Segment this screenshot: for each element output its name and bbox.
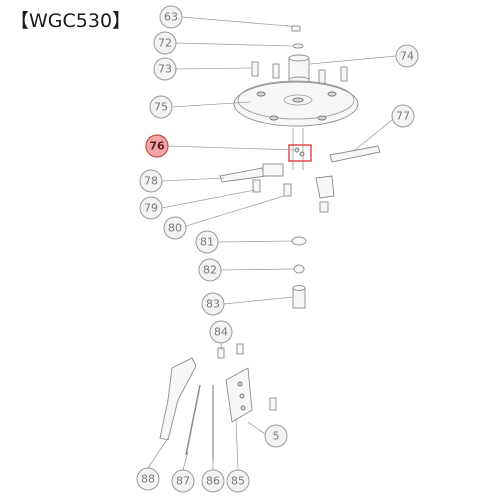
callout-label-78: 78 [144,175,158,188]
callout-80: 80 [163,216,187,240]
callout-label-75: 75 [154,101,168,114]
highlight-box-76 [288,144,312,162]
callout-72: 72 [153,31,177,55]
callout-83: 83 [201,292,225,316]
callout-78: 78 [139,169,163,193]
part-77-blade [315,145,381,199]
callout-label-83: 83 [206,298,220,311]
callout-77: 77 [391,104,415,128]
part-79-80-bolts [252,179,329,213]
callout-label-5: 5 [273,430,280,443]
callout-88: 88 [136,467,160,491]
callout-label-88: 88 [141,473,155,486]
part-83-bolt [292,285,306,309]
callout-74: 74 [395,44,419,68]
part-76-pins [288,128,312,170]
callout-75: 75 [149,95,173,119]
part-78-blade [219,163,284,183]
callout-label-76: 76 [149,140,165,153]
callout-81: 81 [195,230,219,254]
part-85-bracket [225,367,253,423]
part-63-bolt [285,24,301,32]
callout-85: 85 [226,469,250,493]
callout-label-80: 80 [168,222,182,235]
part-87-rod [185,384,201,456]
callout-73: 73 [153,57,177,81]
callout-84: 84 [209,320,233,344]
part-75-disc [233,80,359,127]
leader-lines [147,16,397,471]
part-84-screws [217,343,244,359]
callout-5: 5 [264,424,288,448]
callout-label-85: 85 [231,475,245,488]
part-5-screw [269,397,277,411]
callout-label-77: 77 [396,110,410,123]
callout-label-87: 87 [176,475,190,488]
callout-label-63: 63 [164,11,178,24]
diagram-title: 【WGC530】 [10,10,132,32]
callout-label-72: 72 [158,37,172,50]
callout-label-86: 86 [206,475,220,488]
callout-label-73: 73 [158,63,172,76]
part-82-nut [293,264,305,274]
callout-label-82: 82 [203,264,217,277]
callout-label-74: 74 [400,50,414,63]
part-81-washer [291,236,307,246]
callout-87: 87 [171,469,195,493]
callout-63: 63 [159,5,183,29]
callout-86: 86 [201,469,225,493]
part-88-plate [159,357,197,441]
part-74-hub [288,54,310,84]
callout-label-81: 81 [200,236,214,249]
callout-label-84: 84 [214,326,228,339]
callout-79: 79 [139,196,163,220]
callout-76: 76 [145,134,169,158]
callout-82: 82 [198,258,222,282]
callout-label-79: 79 [144,202,158,215]
part-72-washer [292,43,304,49]
